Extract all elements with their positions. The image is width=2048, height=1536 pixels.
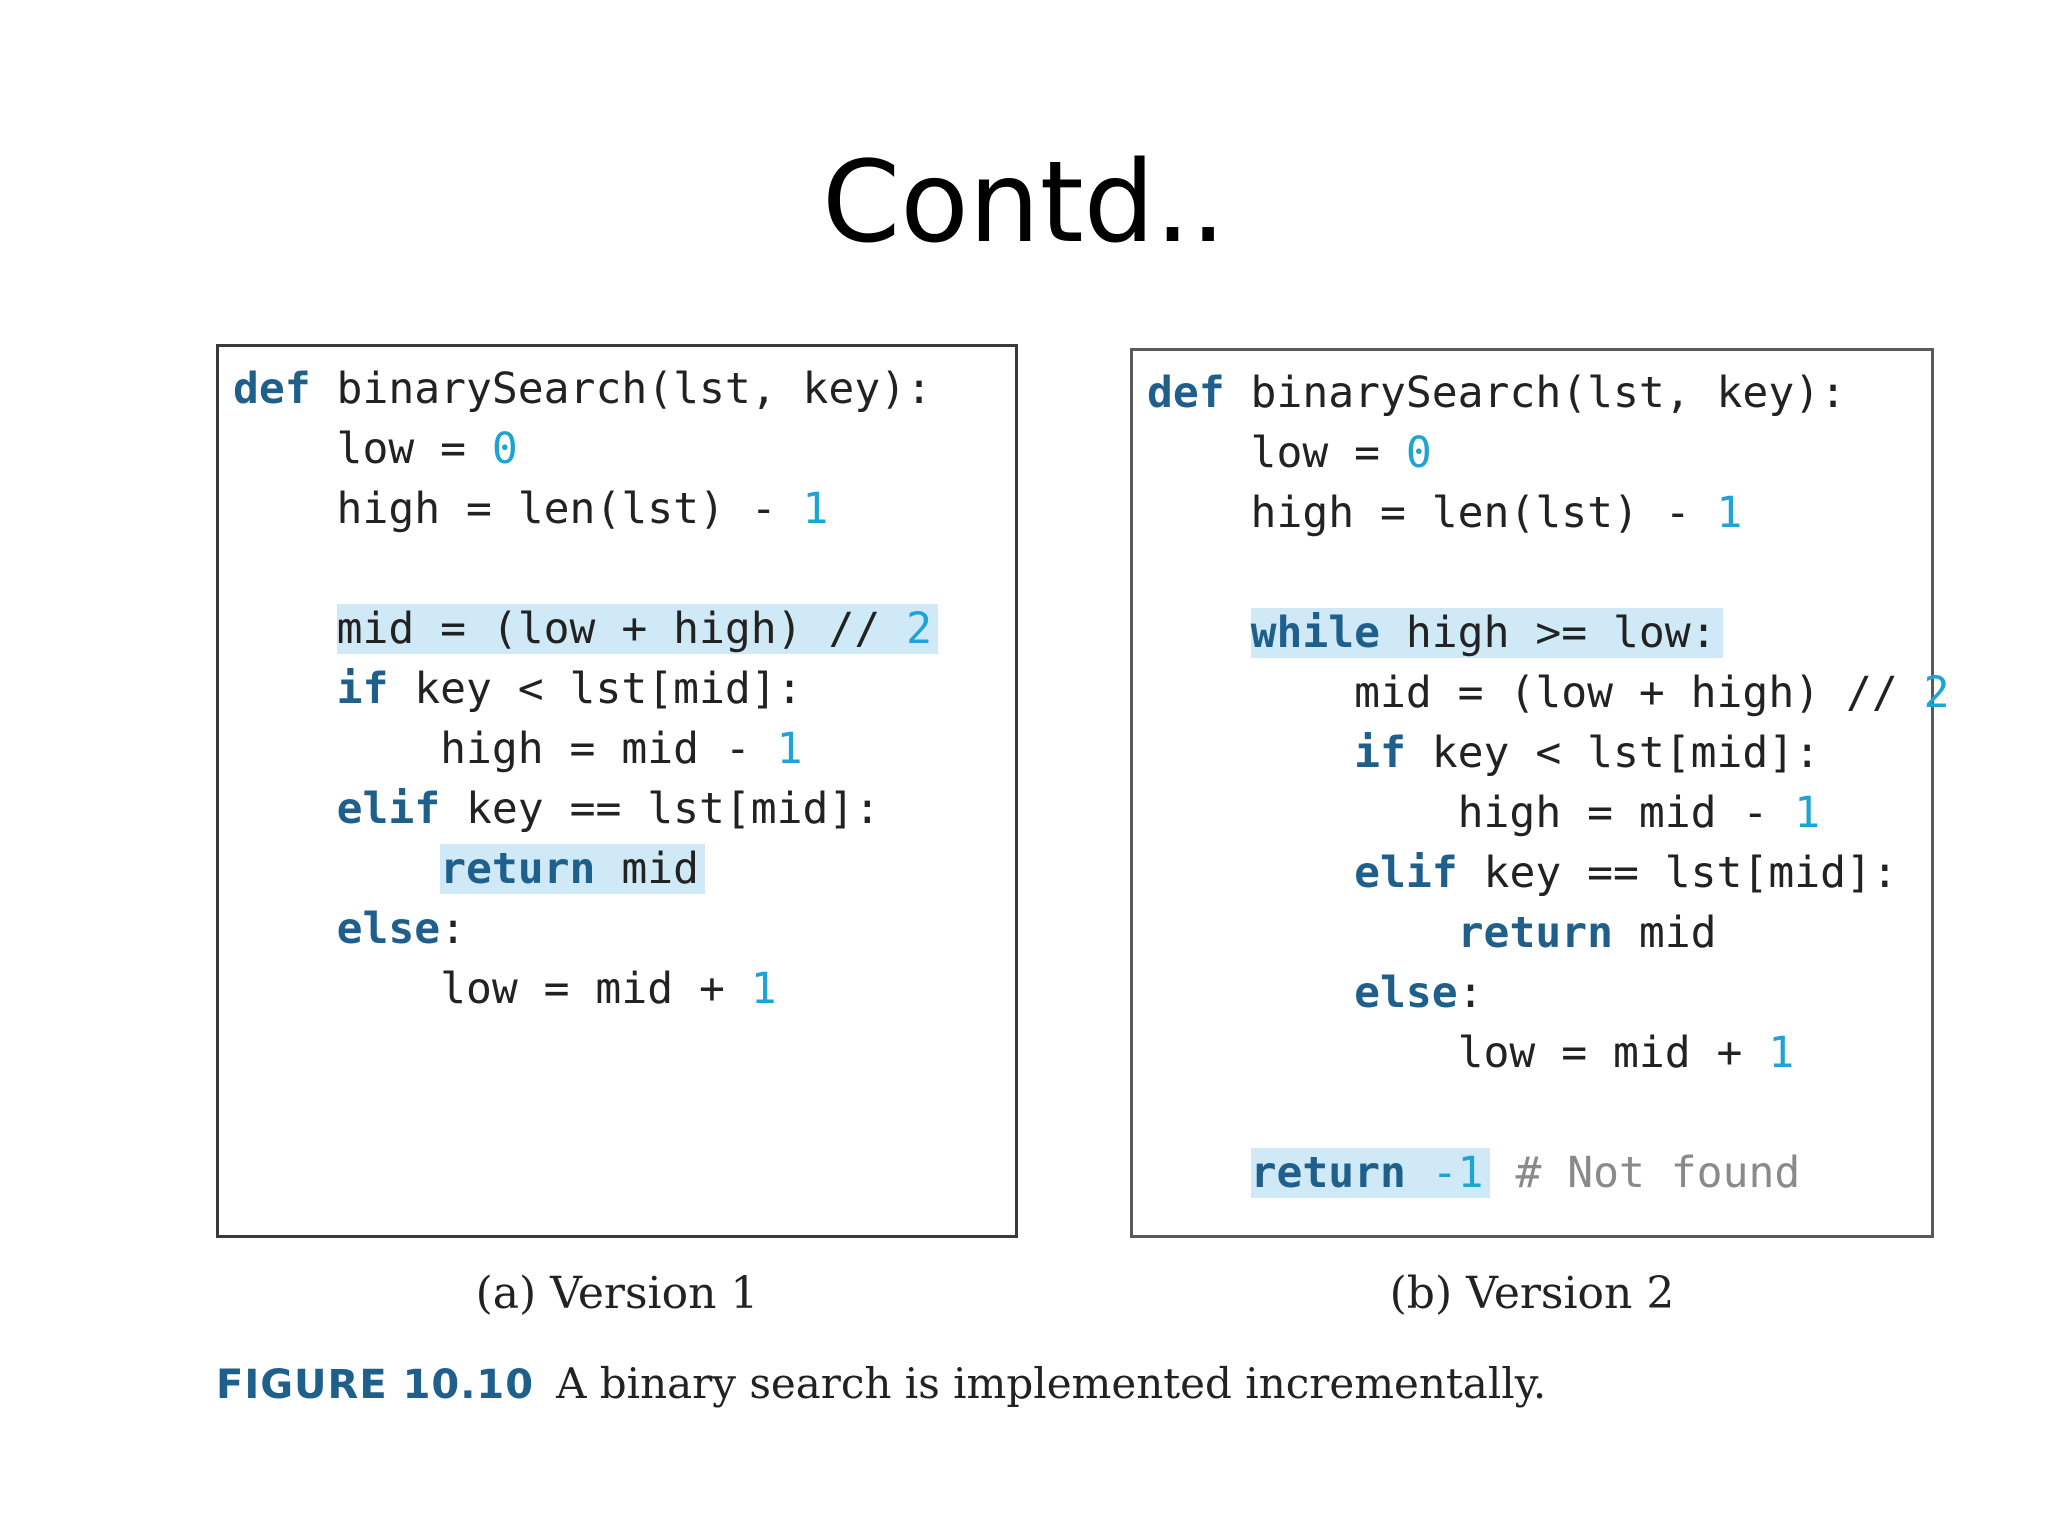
code-token: mid = (low + high) //: [1147, 668, 1924, 718]
code-line: high = mid - 1: [233, 721, 803, 777]
code-line: elif key == lst[mid]:: [1147, 845, 1898, 901]
code-token: def: [233, 364, 311, 414]
code-line: def binarySearch(lst, key):: [1147, 365, 1846, 421]
code-token: :: [1457, 968, 1484, 1018]
code-token: [1406, 1148, 1432, 1198]
code-token: elif: [336, 784, 441, 834]
code-token: mid: [595, 844, 700, 894]
code-token: key < lst[mid]:: [388, 664, 803, 714]
code-token: [1147, 608, 1251, 658]
code-token: [233, 844, 440, 894]
code-token: else: [336, 904, 441, 954]
code-token: high >= low:: [1380, 608, 1717, 658]
code-token: high = mid -: [233, 724, 777, 774]
highlighted-code: while high >= low:: [1250, 608, 1723, 658]
figure-caption: FIGURE 10.10 A binary search is implement…: [216, 1356, 1546, 1413]
code-token: [1147, 968, 1354, 1018]
code-line: while high >= low:: [1147, 605, 1723, 661]
code-token: def: [1147, 368, 1225, 418]
code-line: def binarySearch(lst, key):: [233, 361, 932, 417]
code-line: high = len(lst) - 1: [233, 481, 829, 537]
code-line: high = mid - 1: [1147, 785, 1820, 841]
code-token: 2: [906, 604, 932, 654]
code-listing-version-1: def binarySearch(lst, key): low = 0 high…: [216, 344, 1018, 1238]
code-token: low = mid +: [233, 964, 751, 1014]
code-token: [233, 604, 337, 654]
code-token: if: [1354, 728, 1406, 778]
code-line: high = len(lst) - 1: [1147, 485, 1743, 541]
code-token: 1: [1716, 488, 1743, 538]
code-line: low = 0: [1147, 425, 1432, 481]
code-token: [1147, 848, 1354, 898]
code-token: [233, 784, 337, 834]
code-token: mid = (low + high) //: [336, 604, 907, 654]
caption-version-1: (a) Version 1: [475, 1268, 759, 1319]
code-line: low = 0: [233, 421, 518, 477]
code-token: return: [440, 844, 596, 894]
code-token: 1: [1794, 788, 1821, 838]
code-line: elif key == lst[mid]:: [233, 781, 881, 837]
code-token: low = mid +: [1147, 1028, 1769, 1078]
highlighted-code: mid = (low + high) // 2: [336, 604, 938, 654]
code-token: 1: [750, 964, 777, 1014]
code-token: binarySearch(lst, key):: [310, 364, 932, 414]
code-line: if key < lst[mid]:: [1147, 725, 1820, 781]
caption-version-2: (b) Version 2: [1389, 1268, 1675, 1319]
code-token: 0: [1405, 428, 1432, 478]
code-token: else: [1354, 968, 1458, 1018]
code-token: if: [336, 664, 389, 714]
slide-title: Contd..: [822, 138, 1226, 268]
code-token: [233, 904, 337, 954]
code-token: [1490, 1148, 1516, 1198]
code-token: -1: [1431, 1148, 1484, 1198]
code-token: high = len(lst) -: [1147, 488, 1717, 538]
code-line: return mid: [233, 841, 706, 897]
code-token: key == lst[mid]:: [1457, 848, 1898, 898]
code-token: elif: [1354, 848, 1458, 898]
code-token: low =: [233, 424, 492, 474]
code-token: [1147, 1148, 1251, 1198]
code-token: high = len(lst) -: [233, 484, 803, 534]
code-token: mid: [1613, 908, 1717, 958]
code-token: key == lst[mid]:: [440, 784, 881, 834]
code-token: high = mid -: [1147, 788, 1795, 838]
code-token: [1147, 908, 1458, 958]
code-token: [1147, 728, 1354, 778]
code-token: :: [440, 904, 467, 954]
code-token: key < lst[mid]:: [1405, 728, 1821, 778]
code-token: binarySearch(lst, key):: [1224, 368, 1846, 418]
code-line: else:: [1147, 965, 1484, 1021]
code-token: 1: [802, 484, 829, 534]
code-line: mid = (low + high) // 2: [1147, 665, 1950, 721]
code-token: return: [1250, 1148, 1406, 1198]
code-line: if key < lst[mid]:: [233, 661, 803, 717]
figure-label: FIGURE 10.10: [216, 1362, 535, 1408]
code-token: while: [1250, 608, 1381, 658]
code-token: return: [1457, 908, 1614, 958]
code-line: low = mid + 1: [1147, 1025, 1795, 1081]
code-line: return -1 # Not found: [1147, 1145, 1800, 1201]
code-token: 1: [1768, 1028, 1795, 1078]
code-line: else:: [233, 901, 466, 957]
code-token: [233, 664, 337, 714]
code-listing-version-2: def binarySearch(lst, key): low = 0 high…: [1130, 348, 1950, 1238]
highlighted-code: return mid: [440, 844, 706, 894]
code-line: low = mid + 1: [233, 961, 777, 1017]
code-token: 0: [491, 424, 518, 474]
highlighted-code: return -1: [1250, 1148, 1490, 1198]
code-token: 1: [776, 724, 803, 774]
code-line: return mid: [1147, 905, 1717, 961]
code-token: # Not found: [1515, 1148, 1801, 1198]
code-token: 2: [1923, 668, 1950, 718]
code-token: low =: [1147, 428, 1406, 478]
code-line: mid = (low + high) // 2: [233, 601, 938, 657]
figure-text: A binary search is implemented increment…: [556, 1359, 1547, 1408]
